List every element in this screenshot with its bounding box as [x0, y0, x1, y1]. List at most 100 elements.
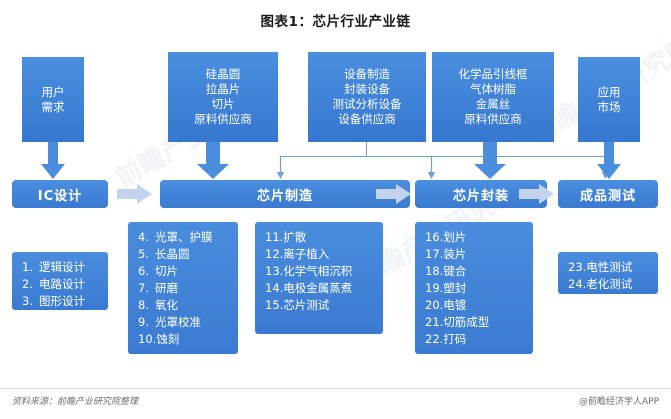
- supplier-line: 需求: [41, 99, 65, 114]
- supplier-line: 用户: [41, 84, 65, 99]
- list-item: 10.蚀刻: [138, 331, 238, 348]
- supplier-line: 市场: [597, 99, 621, 114]
- list-item: 6. 切片: [138, 263, 238, 280]
- stage-arrow-design-to-manufacturing: [117, 184, 152, 204]
- list-item-label: 光罩校准: [155, 315, 201, 329]
- list-item: 2. 电路设计: [22, 276, 108, 293]
- detail-box-chip-manufacturing-steps-b: 11.扩散 12.离子植入 13.化学气相沉积 14.电极金属蒸煮 15.芯片测…: [255, 222, 383, 334]
- wafer-material-down-arrow: [197, 142, 229, 179]
- list-item-number: 18.: [425, 264, 444, 278]
- list-item: 22.打码: [425, 331, 533, 348]
- list-item-label: 电路设计: [39, 277, 85, 291]
- list-item-label: 老化测试: [586, 277, 633, 291]
- list-item: 12.离子植入: [265, 246, 383, 263]
- stage-label: 芯片制造: [256, 188, 313, 204]
- list-item-label: 打码: [443, 332, 467, 346]
- supplier-line: 切片: [211, 97, 235, 111]
- list-item-number: 15.: [265, 298, 284, 312]
- list-item-label: 离子植入: [283, 247, 330, 261]
- detail-box-ic-design-steps: 1. 逻辑设计 2. 电路设计 3. 图形设计: [12, 252, 108, 310]
- list-item: 23.电性测试: [568, 259, 658, 276]
- list-item-label: 电镀: [443, 298, 467, 312]
- footer-divider: [0, 388, 671, 389]
- list-item-number: 16.: [425, 230, 444, 244]
- equipment-connector-horizontal: [280, 156, 606, 157]
- list-item-number: 17.: [425, 247, 444, 261]
- supplier-line: 金属丝: [475, 97, 511, 111]
- list-item-number: 1.: [22, 260, 33, 274]
- list-item-number: 24.: [568, 277, 587, 291]
- list-item-number: 14.: [265, 281, 284, 295]
- supplier-line: 测试分析设备: [332, 97, 402, 111]
- list-item-label: 长晶圆: [155, 247, 190, 261]
- page-title: 图表1：芯片行业产业链: [260, 14, 411, 30]
- list-item: 24.老化测试: [568, 276, 658, 293]
- stage-label: 成品测试: [579, 188, 636, 204]
- list-item-label: 塑封: [443, 281, 467, 295]
- list-item-label: 芯片测试: [283, 298, 330, 312]
- list-item-label: 图形设计: [39, 294, 85, 308]
- list-item-number: 3.: [22, 294, 33, 308]
- chemical-material-down-arrow: [474, 142, 506, 179]
- list-item-number: 19.: [425, 281, 444, 295]
- stage-bar-final-testing[interactable]: 成品测试: [558, 180, 658, 208]
- list-item: 16.划片: [425, 229, 533, 246]
- source-note: 资料来源：前瞻产业研究院整理: [12, 397, 139, 407]
- list-item-number: 2.: [22, 277, 33, 291]
- list-item-number: 10.: [138, 332, 157, 346]
- supplier-line: 应用: [597, 84, 621, 99]
- list-item-number: 12.: [265, 247, 284, 261]
- list-item-number: 20.: [425, 298, 444, 312]
- stage-bar-ic-design[interactable]: IC设计: [12, 180, 108, 208]
- list-item-label: 逻辑设计: [39, 260, 85, 274]
- list-item-label: 蚀刻: [156, 332, 180, 346]
- list-item: 14.电极金属蒸煮: [265, 280, 383, 297]
- list-item: 4.光罩、护膜: [138, 229, 238, 246]
- list-item-label: 电极金属蒸煮: [283, 281, 353, 295]
- supplier-line: 原料供应商: [464, 112, 522, 126]
- supplier-box-chemical-material: 化学品引线框 气体树脂 金属丝 原料供应商: [432, 52, 554, 142]
- list-item-number: 13.: [265, 264, 284, 278]
- detail-box-chip-manufacturing-steps-a: 4.光罩、护膜 5.长晶圆 6.切片 7.研磨 8.氧化 9.光罩校准 10.蚀…: [128, 222, 238, 354]
- supplier-box-user-demand: 用户 需求: [22, 57, 84, 142]
- stage-arrow-packaging-to-testing: [519, 184, 554, 204]
- list-item: 9. 光罩校准: [138, 314, 238, 331]
- equipment-connector-vertical: [366, 142, 367, 156]
- list-item: 17.装片: [425, 246, 533, 263]
- list-item: 20.电镀: [425, 297, 533, 314]
- list-item-label: 切片: [155, 264, 178, 278]
- list-item-number: 5.: [138, 247, 149, 261]
- list-item-label: 划片: [443, 230, 467, 244]
- list-item: 18.键合: [425, 263, 533, 280]
- list-item-label: 键合: [443, 264, 467, 278]
- list-item-number: 9.: [138, 315, 149, 329]
- list-item-label: 氧化: [155, 298, 178, 312]
- list-item: 11.扩散: [265, 229, 383, 246]
- list-item-number: 23.: [568, 260, 587, 274]
- list-item: 19.塑封: [425, 280, 533, 297]
- list-item: 13.化学气相沉积: [265, 263, 383, 280]
- stage-bar-chip-manufacturing[interactable]: 芯片制造: [160, 180, 410, 208]
- supplier-line: 硅晶圆: [205, 67, 241, 81]
- supplier-box-equipment: 设备制造 封装设备 测试分析设备 设备供应商: [308, 52, 426, 142]
- list-item-label: 装片: [443, 247, 467, 261]
- supplier-box-wafer-material: 硅晶圆 拉晶片 切片 原料供应商: [168, 52, 278, 142]
- stage-arrow-manufacturing-to-packaging: [376, 184, 411, 204]
- supplier-line: 设备制造: [344, 67, 390, 81]
- equipment-to-packaging-arrow: [427, 156, 436, 179]
- list-item: 15.芯片测试: [265, 297, 383, 314]
- supplier-line: 设备供应商: [338, 112, 396, 126]
- list-item: 3. 图形设计: [22, 293, 108, 310]
- supplier-line: 封装设备: [344, 82, 390, 96]
- list-item: 21.切筋成型: [425, 314, 533, 331]
- list-item: 7.研磨: [138, 280, 238, 297]
- supplier-line: 化学品引线框: [458, 67, 528, 81]
- list-item: 1. 逻辑设计: [22, 259, 108, 276]
- list-item-label: 电性测试: [586, 260, 633, 274]
- list-item-label: 切筋成型: [443, 315, 490, 329]
- list-item: 5. 长晶圆: [138, 246, 238, 263]
- supplier-line: 原料供应商: [194, 112, 252, 126]
- list-item-number: 6.: [138, 264, 149, 278]
- supplier-box-application-market: 应用 市场: [578, 57, 640, 142]
